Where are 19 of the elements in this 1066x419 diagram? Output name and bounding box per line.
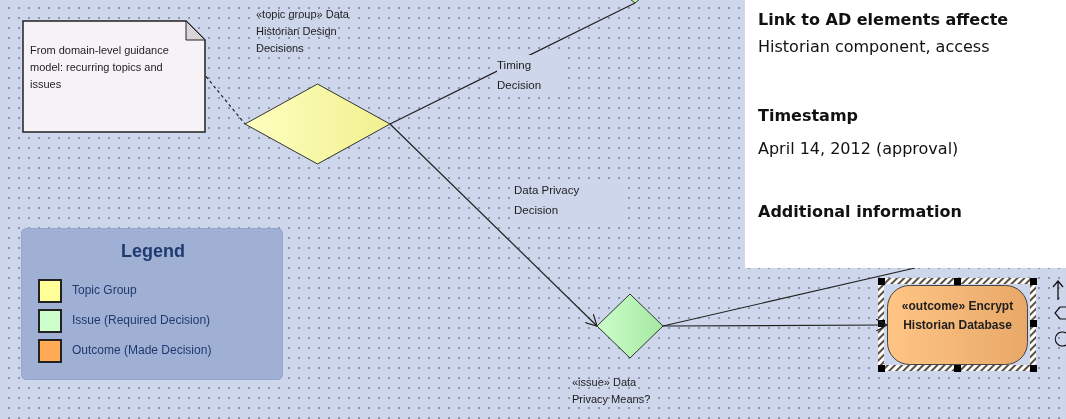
legend-title: Legend (120, 241, 186, 262)
dashed-connector (205, 75, 246, 125)
arrow (662, 318, 888, 332)
section-heading: Timestamp (758, 106, 858, 125)
section-heading: Link to AD elements affecte (758, 10, 1009, 29)
arrow (389, 123, 598, 327)
note-box (22, 20, 206, 133)
section-text: April 14, 2012 (approval) (758, 139, 959, 158)
outcome-text: «outcome» Encrypt Historian Database (900, 298, 1015, 334)
note-text: From domain-level guidance model: recurring topics and issues (30, 43, 170, 92)
section-text: Historian component, access (758, 37, 990, 56)
diamond-label: «topic group» Data Historian Design Decisions (256, 7, 350, 56)
legend-text: Topic Group (72, 283, 137, 297)
info-panel (745, 0, 1066, 268)
outcome-box (887, 285, 1028, 365)
legend-text: Outcome (Made Decision) (72, 343, 212, 357)
section-heading: Additional information (758, 202, 962, 221)
legend-text: Issue (Required Decision) (72, 313, 211, 327)
diamond-label: «issue» Data Privacy Means? (572, 375, 652, 407)
